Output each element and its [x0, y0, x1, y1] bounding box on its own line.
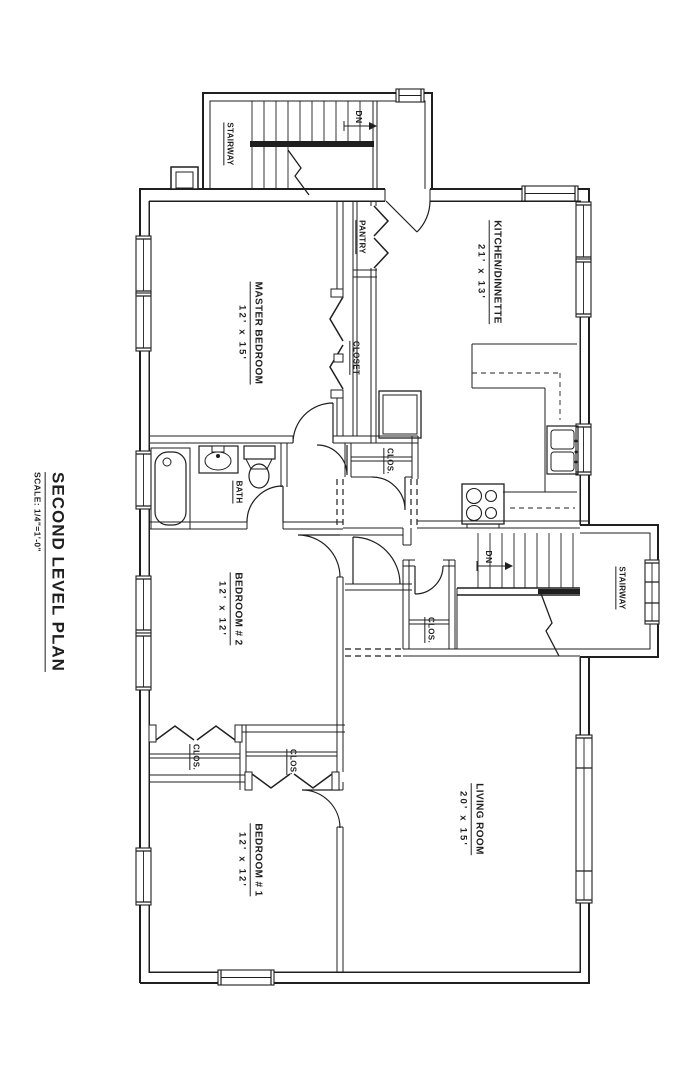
room-name: MASTER BEDROOM	[250, 281, 264, 385]
label-pantry: PANTRY	[355, 220, 367, 254]
right-stairs	[457, 533, 580, 657]
label-dn-top: DN	[353, 110, 364, 124]
label-closet: CLOSET	[349, 340, 361, 376]
windows	[135, 88, 660, 986]
window-triple	[644, 559, 660, 625]
title-block: SECOND LEVEL PLAN SCALE: 1/4"=1'-0"	[32, 472, 68, 672]
top-stairs-break-line	[287, 149, 310, 196]
window	[135, 575, 152, 634]
top-stairs-landing-rail	[250, 141, 374, 147]
chimney	[170, 166, 199, 190]
door-stair-closet	[414, 565, 444, 595]
doors	[246, 200, 444, 829]
room-name: LIVING ROOM	[471, 783, 485, 855]
room-label-master-bedroom: MASTER BEDROOM 12' x 15'	[236, 281, 264, 385]
kitchen-counters	[471, 343, 577, 509]
sink-vanity	[198, 445, 239, 474]
label-clos-stair: CLOS.	[424, 617, 436, 643]
bifold-doors	[148, 205, 390, 791]
bifold-bedroom1-closet	[251, 773, 333, 789]
window	[575, 201, 592, 261]
exterior-walls	[139, 188, 590, 984]
room-dims: 12' x 12'	[217, 580, 229, 637]
room-name: BEDROOM # 1	[250, 823, 264, 897]
bathtub	[150, 447, 191, 530]
label-clos-hall: CLOS.	[383, 448, 395, 474]
toilet	[243, 445, 276, 489]
room-label-kitchen-dinnette: KITCHEN/DINNETTE 21' x 13'	[475, 220, 503, 324]
door-master-bedroom	[292, 402, 334, 444]
room-label-bedroom-2: BEDROOM # 2 12' x 12'	[216, 572, 244, 646]
bifold-bedroom2-closet	[155, 725, 236, 741]
door-linen-closet	[371, 476, 406, 511]
window	[135, 292, 152, 352]
room-dims: 21' x 13'	[476, 243, 488, 300]
room-label-bedroom-1: BEDROOM # 1 12' x 12'	[236, 823, 264, 897]
bifold-pantry	[373, 205, 390, 269]
sheet-scale-note: SCALE: 1/4"=1'-0"	[33, 472, 44, 552]
window	[135, 235, 152, 295]
window	[135, 847, 152, 906]
label-dn-right: DN	[483, 550, 494, 564]
window	[395, 88, 425, 103]
window	[217, 969, 275, 986]
window	[575, 258, 592, 318]
refrigerator	[378, 390, 422, 439]
window	[135, 450, 152, 510]
kitchen-sink	[546, 425, 579, 475]
range-stove	[461, 483, 505, 529]
room-dims: 12' x 15'	[237, 304, 249, 362]
sheet-title: SECOND LEVEL PLAN	[45, 472, 68, 672]
closet-shelf-lines	[149, 456, 449, 759]
label-bath: BATH	[232, 480, 244, 504]
window-triple	[575, 734, 593, 904]
door-bedroom-1	[301, 789, 341, 829]
window	[135, 632, 152, 691]
top-stairs-treads	[250, 101, 374, 196]
door-bath	[246, 485, 284, 523]
interior-walls	[149, 189, 589, 972]
room-name: KITCHEN/DINNETTE	[489, 220, 503, 324]
right-stairs-break-line	[539, 590, 560, 657]
label-stairway-right: STAIRWAY	[615, 566, 627, 610]
top-stairs-dn-arrow	[343, 121, 377, 131]
door-kitchen-entry	[385, 200, 431, 233]
label-clos-bedroom1: CLOS.	[286, 749, 298, 775]
right-stairs-landing-rail	[538, 589, 580, 594]
room-name: BEDROOM # 2	[230, 572, 244, 646]
room-label-living-room: LIVING ROOM 20' x 15'	[457, 783, 485, 855]
room-dims: 20' x 15'	[458, 790, 470, 847]
bifold-master-closet	[329, 296, 344, 390]
label-stairway-top: STAIRWAY	[223, 122, 235, 166]
door-hall	[316, 444, 348, 476]
door-bedroom-2	[297, 534, 341, 578]
cased-openings-dashed	[336, 479, 418, 657]
door-vestibule	[352, 536, 401, 585]
room-dims: 12' x 12'	[237, 831, 249, 888]
label-clos-bedroom2: CLOS.	[189, 744, 201, 770]
window	[521, 185, 579, 202]
